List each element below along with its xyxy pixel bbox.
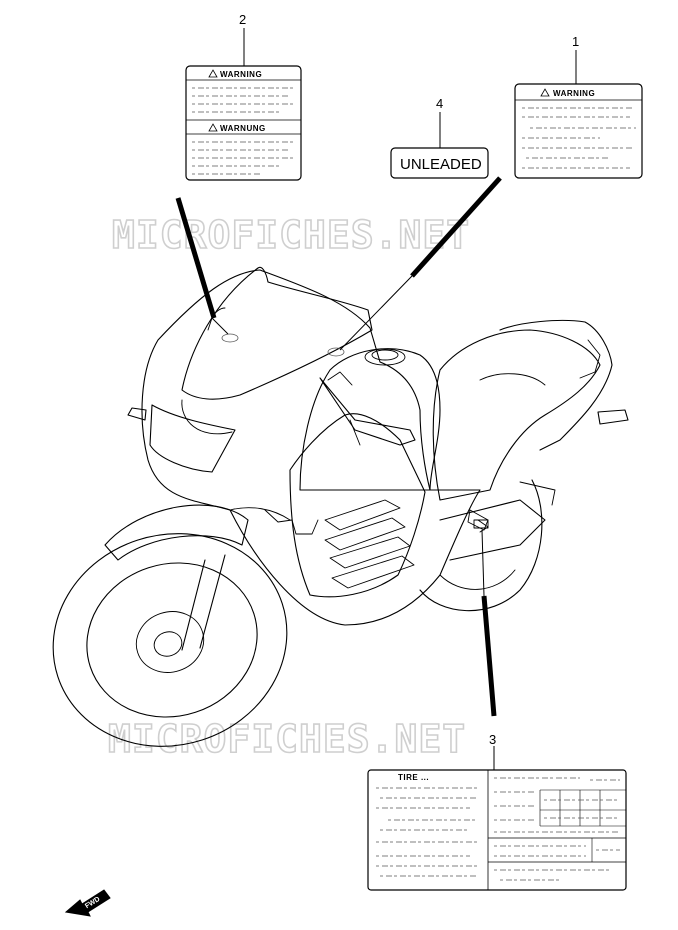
warning-label-2-fine-print — [192, 87, 296, 175]
unleaded-label-4: UNLEADED — [390, 147, 489, 179]
callout-3: 3 — [489, 732, 496, 747]
fairing-vents — [324, 499, 415, 589]
warning-triangle-icon — [208, 123, 218, 132]
watermark-top: MICROFICHES.NET — [112, 213, 470, 257]
watermark-bottom: MICROFICHES.NET — [108, 717, 466, 761]
leader-lines — [175, 28, 577, 770]
warning-label-1: WARNING — [514, 83, 643, 179]
info-label-3: TIRE ... — [367, 769, 627, 891]
fwd-arrow-icon — [64, 889, 111, 917]
info-label-3-title: TIRE ... — [398, 773, 429, 782]
motorcycle-drawing — [52, 266, 629, 747]
warning-label-2-title-top: WARNING — [220, 70, 262, 79]
unleaded-label-text: UNLEADED — [400, 156, 482, 173]
warning-label-1-title: WARNING — [553, 89, 595, 98]
fwd-direction-marker: FWD — [64, 889, 111, 917]
warning-triangle-icon — [208, 69, 218, 78]
info-label-3-fine-print — [376, 777, 620, 881]
warning-label-2-title-bottom: WARNUNG — [220, 124, 266, 133]
callout-4: 4 — [436, 96, 443, 111]
warning-triangle-icon — [540, 88, 550, 97]
warning-label-1-fine-print — [522, 107, 636, 169]
callout-2: 2 — [239, 12, 246, 27]
callout-1: 1 — [572, 34, 579, 49]
warning-label-2: WARNING WARNUNG — [185, 65, 302, 181]
